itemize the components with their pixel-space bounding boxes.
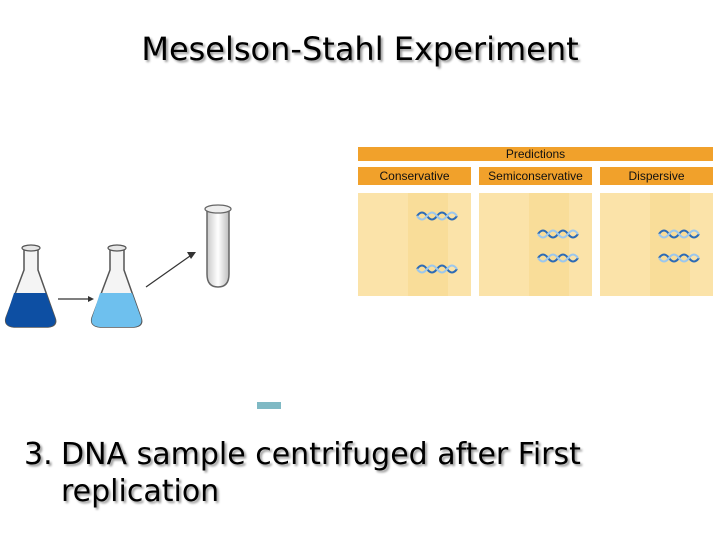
arrow-right-icon [58,296,94,302]
flask-light-medium-icon [90,244,143,328]
dna-band-marker [257,402,281,409]
flask-heavy-medium-icon [4,244,57,328]
dna-helix-icon [658,253,700,263]
column-body-semiconservative [479,193,592,296]
centrifuge-tube-icon [204,204,232,288]
dna-helix-icon [658,229,700,239]
arrow-diagonal-icon [145,252,196,288]
slide-title: Meselson-Stahl Experiment [141,30,579,68]
step-number: 3. [24,437,53,472]
dna-helix-icon [537,253,579,263]
dna-helix-icon [416,264,458,274]
column-header-dispersive: Dispersive [600,167,713,185]
column-body-conservative [358,193,471,296]
column-header-semiconservative: Semiconservative [479,167,592,185]
column-body-dispersive [600,193,713,296]
step-text: DNA sample centrifuged after First repli… [61,437,581,509]
predictions-header: Predictions [358,147,713,161]
dna-helix-icon [537,229,579,239]
dna-helix-icon [416,211,458,221]
column-header-conservative: Conservative [358,167,471,185]
